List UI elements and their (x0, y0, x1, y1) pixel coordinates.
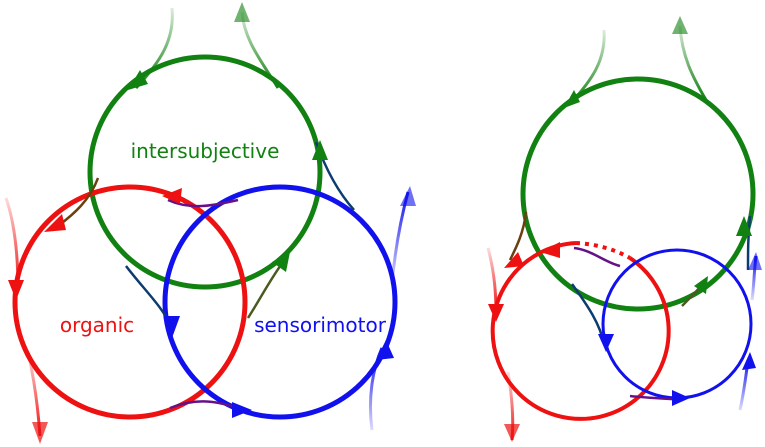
arrowhead-icon (742, 352, 756, 370)
arrowhead-icon (162, 188, 182, 204)
arrowhead-icon (564, 90, 580, 108)
arrowhead-icon (376, 340, 394, 360)
link-green-blue-right (746, 215, 752, 271)
link-green-to-red (508, 211, 528, 261)
loop-links-right (508, 211, 752, 402)
arrowhead-icon (736, 216, 752, 236)
sensorimotor-loop (162, 184, 398, 420)
sensorimotor-label: sensorimotor (254, 313, 387, 337)
arrowhead-icon (400, 186, 416, 206)
arrowheads-left (8, 2, 416, 444)
arrowhead-icon (748, 252, 762, 270)
link-red-to-blue-top (573, 246, 621, 268)
external-strands-left (4, 7, 410, 437)
arrowhead-icon (488, 304, 504, 322)
link-red-to-blue-top (167, 198, 239, 208)
arrowhead-icon (540, 242, 560, 258)
arrowhead-icon (8, 280, 24, 300)
organic-label: organic (60, 313, 134, 337)
red-in-strand (486, 247, 498, 313)
arrowhead-icon (128, 70, 148, 90)
arrowheads-right (488, 16, 762, 442)
arrowhead-icon (312, 140, 328, 160)
intersubjective-loop (87, 54, 323, 290)
intersubjective-label: intersubjective (131, 139, 280, 163)
arrowhead-icon (32, 422, 48, 444)
organic-dotted-gap (575, 241, 631, 260)
arrowhead-icon (694, 276, 708, 294)
arrowhead-icon (672, 16, 688, 34)
arrowhead-icon (672, 390, 690, 406)
arrowhead-icon (504, 424, 520, 442)
arrowhead-icon (272, 252, 290, 272)
arrowhead-icon (164, 316, 180, 338)
right-panel (486, 16, 762, 442)
arrowhead-icon (234, 2, 250, 22)
intersubjective-loop-large (520, 76, 756, 312)
arrowhead-icon (598, 334, 614, 352)
left-panel: intersubjective organic sensorimotor (4, 2, 416, 444)
arrowhead-icon (44, 214, 66, 232)
loop-links-left (57, 141, 355, 412)
sensorimotor-loop-small (601, 248, 753, 400)
organic-loop (12, 184, 248, 420)
green-out-strand (678, 25, 708, 101)
arrowhead-icon (504, 252, 524, 268)
arrowhead-icon (232, 402, 252, 418)
organic-loop-small (490, 241, 671, 421)
